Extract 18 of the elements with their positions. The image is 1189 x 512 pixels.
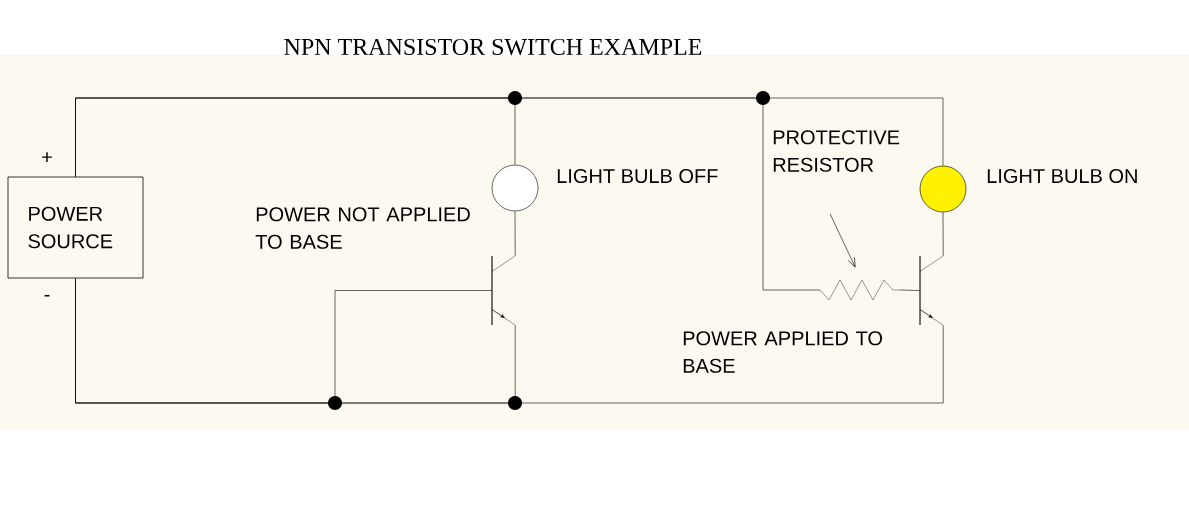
wire bbox=[75, 278, 944, 404]
state-note: POWER NOT APPLIED TO BASE bbox=[255, 207, 470, 249]
wire bbox=[75, 97, 944, 177]
resistor-symbol bbox=[819, 279, 900, 301]
wire bbox=[514, 211, 516, 257]
light-bulb bbox=[491, 164, 539, 212]
wire bbox=[898, 289, 921, 291]
bulb-label: LIGHT BULB ON bbox=[987, 168, 1137, 184]
state-note: POWER APPLIED TO BASE bbox=[683, 331, 883, 373]
resistor-label: PROTECTIVE RESISTOR bbox=[773, 130, 900, 172]
light-bulb bbox=[919, 165, 967, 213]
title: NPN TRANSISTOR SWITCH EXAMPLE bbox=[284, 38, 702, 56]
transistor-symbol bbox=[491, 255, 516, 326]
wire bbox=[942, 212, 944, 257]
leader-line bbox=[829, 213, 856, 268]
power-source-box: POWER SOURCE bbox=[7, 176, 144, 279]
bulb-label: LIGHT BULB OFF bbox=[557, 168, 718, 184]
transistor-symbol bbox=[919, 255, 944, 326]
